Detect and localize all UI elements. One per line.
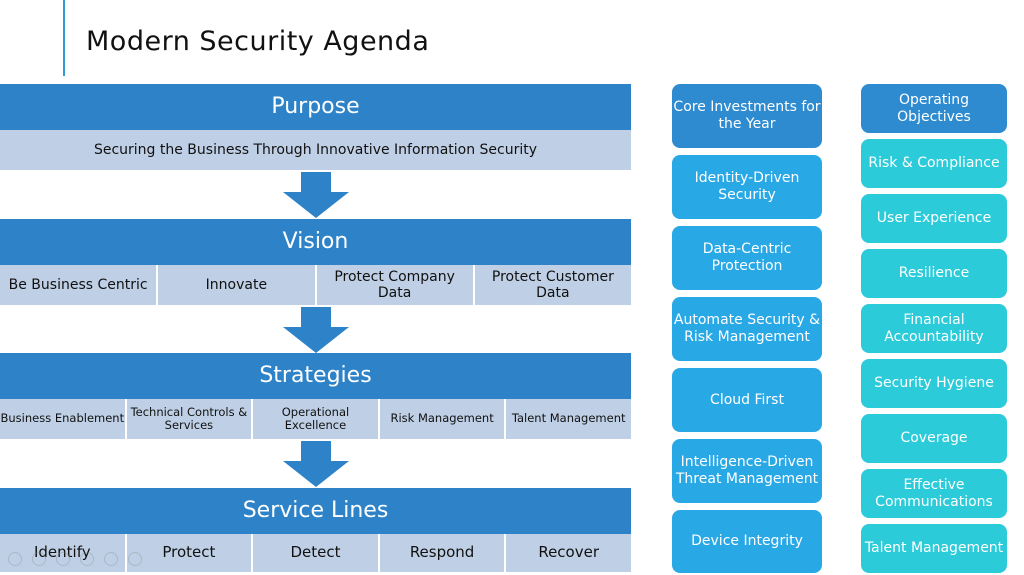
vision-header-label: Vision <box>282 229 349 254</box>
down-arrow-icon <box>283 172 349 218</box>
down-arrow-icon <box>283 307 349 353</box>
service-line-item: Respond <box>377 534 505 572</box>
vision-item: Be Business Centric <box>8 276 148 293</box>
vision-item: Protect Customer Data <box>472 265 631 305</box>
operating-objective-item: Talent Management <box>861 524 1007 573</box>
operating-objective-item: Financial Accountability <box>861 304 1007 353</box>
core-investment-item: Identity-Driven Security <box>672 155 822 219</box>
core-investment-item: Data-Centric Protection <box>672 226 822 290</box>
service-lines-header-label: Service Lines <box>242 498 389 523</box>
slide-control-icon[interactable] <box>56 552 70 566</box>
operating-objective-item: Risk & Compliance <box>861 139 1007 188</box>
strategy-item: Risk Management <box>377 399 505 439</box>
service-line-item: Detect <box>251 534 378 572</box>
page-title: Modern Security Agenda <box>86 26 430 57</box>
core-investment-item: Device Integrity <box>672 510 822 573</box>
slide-control-icon[interactable] <box>104 552 118 566</box>
operating-objective-item: User Experience <box>861 194 1007 243</box>
down-arrow-icon <box>283 441 349 487</box>
vision-row: Be Business Centric Innovate Protect Com… <box>0 265 631 305</box>
operating-objectives-header: Operating Objectives <box>861 84 1007 133</box>
slide-control-icon[interactable] <box>8 552 22 566</box>
operating-objective-item: Resilience <box>861 249 1007 298</box>
strategy-item: Operational Excellence <box>251 399 378 439</box>
strategy-item: Technical Controls & Services <box>124 399 252 439</box>
purpose-header-label: Purpose <box>271 94 360 119</box>
core-investment-item: Cloud First <box>672 368 822 432</box>
slide-control-icon[interactable] <box>128 552 142 566</box>
strategy-item: Talent Management <box>504 399 631 439</box>
core-investments-header: Core Investments for the Year <box>672 84 822 148</box>
title-accent-line <box>63 0 65 76</box>
service-line-item: Protect <box>124 534 252 572</box>
operating-objective-item: Effective Communications <box>861 469 1007 518</box>
strategies-header: Strategies <box>0 353 631 399</box>
purpose-row: Securing the Business Through Innovative… <box>0 130 631 170</box>
operating-objective-item: Coverage <box>861 414 1007 463</box>
service-lines-header: Service Lines <box>0 488 631 534</box>
slide-controls <box>8 552 142 566</box>
strategies-row: Business Enablement Technical Controls &… <box>0 399 631 439</box>
core-investment-item: Automate Security & Risk Management <box>672 297 822 361</box>
vision-header: Vision <box>0 219 631 265</box>
vision-item: Protect Company Data <box>314 265 473 305</box>
strategy-item: Business Enablement <box>0 411 125 426</box>
core-investment-item: Intelligence-Driven Threat Management <box>672 439 822 503</box>
vision-item: Innovate <box>156 265 314 305</box>
strategies-header-label: Strategies <box>259 363 372 388</box>
purpose-statement: Securing the Business Through Innovative… <box>93 141 538 158</box>
operating-objective-item: Security Hygiene <box>861 359 1007 408</box>
service-lines-row: Identify Protect Detect Respond Recover <box>0 534 631 572</box>
purpose-header: Purpose <box>0 84 631 130</box>
slide-control-icon[interactable] <box>80 552 94 566</box>
service-line-item: Recover <box>504 534 631 572</box>
slide-control-icon[interactable] <box>32 552 46 566</box>
